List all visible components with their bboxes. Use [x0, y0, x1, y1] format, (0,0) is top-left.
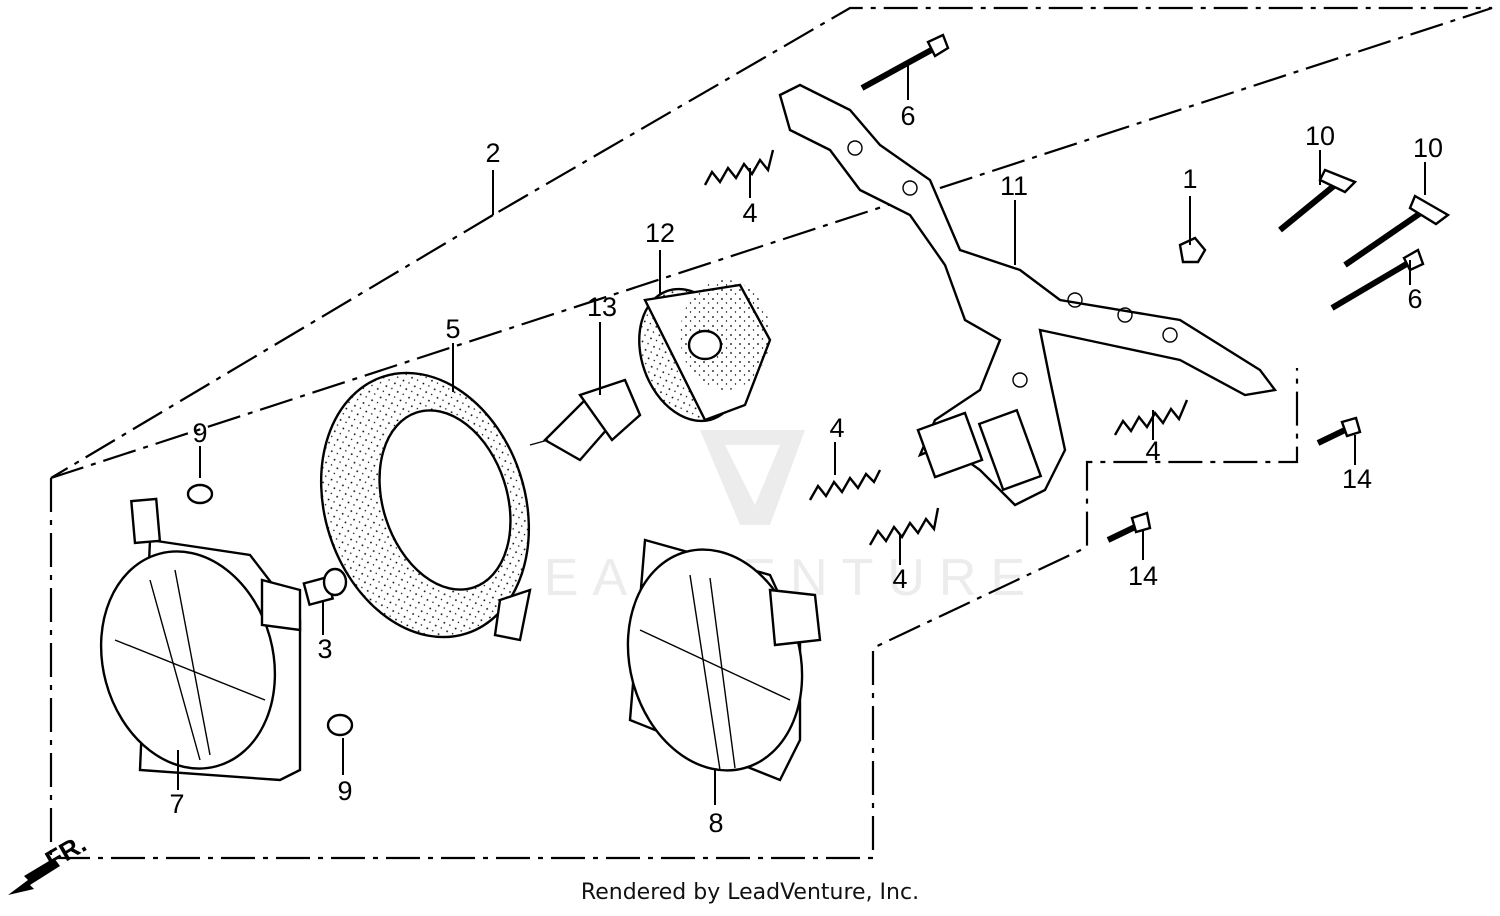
- callout-8: 8: [708, 808, 723, 838]
- callout-6-top: 6: [900, 101, 915, 131]
- callout-2: 2: [485, 138, 500, 168]
- callout-1: 1: [1182, 164, 1197, 194]
- bulb-dust-cover: [638, 280, 772, 423]
- callout-7: 7: [169, 789, 184, 819]
- bolt-14-upper: [1316, 416, 1362, 446]
- bolt-top: [860, 33, 950, 91]
- callout-4-right: 4: [1145, 436, 1160, 466]
- grommet-upper: [186, 483, 214, 505]
- callout-12: 12: [645, 218, 675, 248]
- spring-lower: [868, 507, 940, 546]
- callout-4-lower: 4: [892, 564, 907, 594]
- bolt-right: [1330, 248, 1425, 311]
- callout-11: 11: [1000, 171, 1028, 201]
- footer-credit: Rendered by LeadVenture, Inc.: [580, 880, 920, 905]
- headlight-case: [319, 371, 532, 642]
- leader-lines: [177, 65, 1426, 805]
- headlight-right: [626, 538, 822, 782]
- headlight-bracket: [778, 83, 1278, 507]
- grommet-lower: [326, 713, 354, 737]
- callout-9-upper: 9: [192, 418, 207, 448]
- callout-4-mid: 4: [829, 413, 844, 443]
- callout-4-top: 4: [742, 198, 757, 228]
- spring-top: [703, 149, 775, 186]
- callout-14-lower: 14: [1128, 561, 1158, 591]
- halogen-bulb: [529, 378, 642, 462]
- spring-mid-left: [808, 469, 882, 501]
- bolt-14-lower: [1106, 511, 1152, 543]
- position-bulb-socket: [302, 567, 348, 607]
- front-arrow-icon: [8, 858, 60, 895]
- callout-10-left: 10: [1305, 121, 1335, 151]
- assembly-boundary: [49, 6, 1493, 860]
- callout-6-right: 6: [1407, 284, 1422, 314]
- callout-10-right: 10: [1413, 133, 1443, 163]
- nut: [1178, 236, 1207, 264]
- headlight-left: [99, 497, 302, 782]
- callout-13: 13: [587, 292, 617, 322]
- wing-bolt-right: [1343, 194, 1451, 268]
- spring-mid-right: [1113, 399, 1189, 436]
- callout-14-upper: 14: [1342, 464, 1372, 494]
- callout-3: 3: [317, 634, 332, 664]
- callout-9-lower: 9: [337, 776, 352, 806]
- wing-bolt-left: [1278, 168, 1358, 233]
- callout-5: 5: [445, 314, 460, 344]
